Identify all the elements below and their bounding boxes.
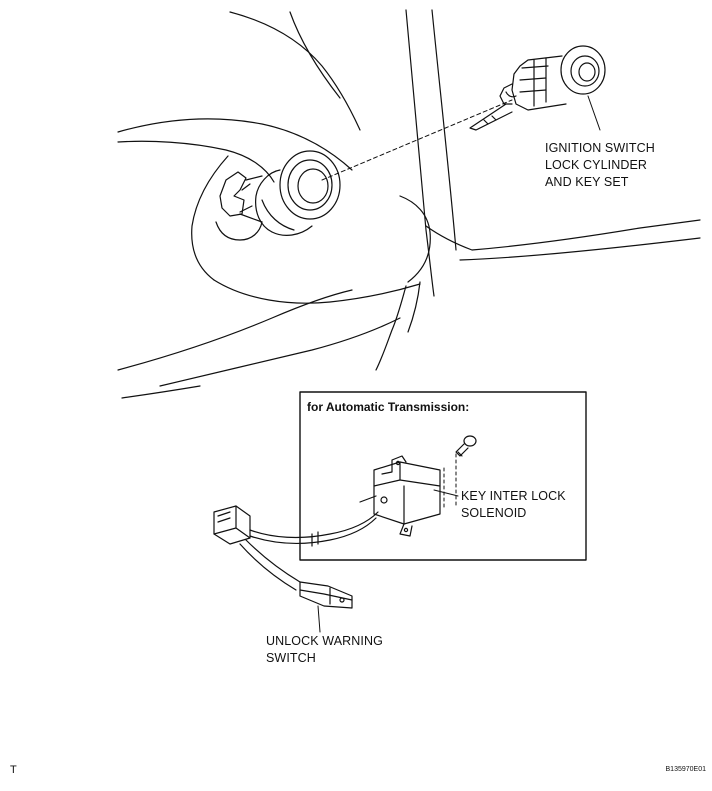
unlock-label-line-1: UNLOCK WARNING bbox=[266, 634, 383, 648]
ignition-switch-lock-cylinder-label: IGNITION SWITCH LOCK CYLINDER AND KEY SE… bbox=[545, 140, 655, 191]
key-interlock-solenoid-label: KEY INTER LOCK SOLENOID bbox=[461, 488, 566, 522]
solenoid-leader-line bbox=[433, 489, 459, 497]
unlock-label-line-2: SWITCH bbox=[266, 651, 316, 665]
wire-harness-drawing bbox=[213, 505, 379, 609]
inset-box-frame bbox=[299, 391, 587, 561]
ignition-label-line-2: LOCK CYLINDER bbox=[545, 158, 648, 172]
unlock-switch-leader-line bbox=[317, 605, 321, 633]
ignition-label-line-3: AND KEY SET bbox=[545, 175, 629, 189]
solenoid-drawing bbox=[359, 455, 441, 537]
solenoid-label-line-2: SOLENOID bbox=[461, 506, 527, 520]
bolt-drawing bbox=[455, 435, 477, 457]
unlock-warning-switch-label: UNLOCK WARNING SWITCH bbox=[266, 633, 383, 667]
alignment-dashed-line bbox=[321, 99, 513, 181]
corner-mark: T bbox=[10, 764, 17, 776]
dashboard-column-drawing bbox=[117, 9, 701, 399]
ignition-label-line-1: IGNITION SWITCH bbox=[545, 141, 655, 155]
inset-box-title: for Automatic Transmission: bbox=[307, 400, 470, 414]
lock-cylinder-drawing bbox=[469, 45, 606, 131]
ignition-leader-line bbox=[587, 95, 601, 131]
solenoid-label-line-1: KEY INTER LOCK bbox=[461, 489, 566, 503]
figure-code: B135970E01 bbox=[665, 766, 706, 773]
